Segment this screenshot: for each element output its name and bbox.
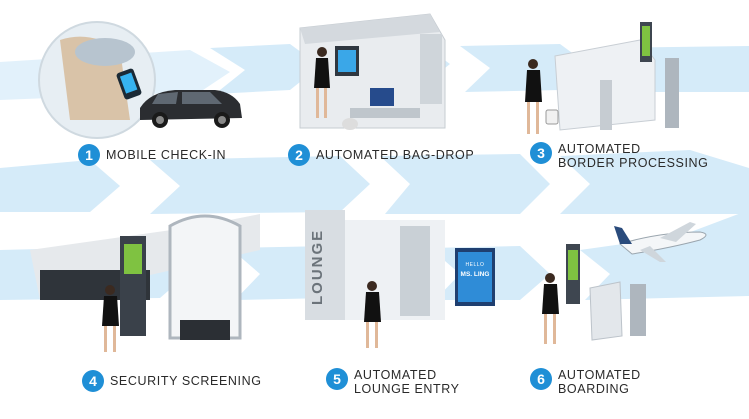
lounge-door-icon xyxy=(305,210,495,348)
traveler-figure xyxy=(364,281,381,348)
step-5: 5 AUTOMATED LOUNGE ENTRY xyxy=(326,368,460,396)
security-scanner-icon xyxy=(30,214,260,352)
step-label: AUTOMATED BAG-DROP xyxy=(316,148,475,162)
traveler-figure xyxy=(102,285,119,352)
smartphone-icon xyxy=(116,68,142,100)
step-number-badge: 5 xyxy=(326,368,348,390)
traveler-figure xyxy=(314,47,358,130)
bag-drop-kiosk-icon xyxy=(299,13,446,130)
boarding-gate-icon xyxy=(542,244,646,344)
step-4: 4 SECURITY SCREENING xyxy=(82,370,262,392)
step-6: 6 AUTOMATED BOARDING xyxy=(530,368,641,396)
traveler-figure xyxy=(542,273,559,344)
step-number-badge: 3 xyxy=(530,142,552,164)
step-2: 2 AUTOMATED BAG-DROP xyxy=(288,144,474,166)
step-label: AUTOMATED LOUNGE ENTRY xyxy=(354,368,460,396)
lounge-wall-sign: LOUNGE xyxy=(309,228,326,306)
border-gate-icon xyxy=(525,22,679,134)
step-label: AUTOMATED BOARDING xyxy=(558,368,641,396)
lounge-screen-name: MS. LING xyxy=(460,271,490,278)
lounge-screen: HELLO MS. LING xyxy=(458,262,492,278)
step-number-badge: 2 xyxy=(288,144,310,166)
step-number-badge: 4 xyxy=(82,370,104,392)
step-number-badge: 6 xyxy=(530,368,552,390)
car-icon xyxy=(140,90,242,128)
traveler-figure xyxy=(525,59,559,134)
mobile-check-in-scene xyxy=(38,21,242,139)
flow-band-middle xyxy=(0,150,749,214)
step-number-badge: 1 xyxy=(78,144,100,166)
airplane-icon xyxy=(614,222,707,262)
step-label: MOBILE CHECK-IN xyxy=(106,148,227,162)
step-label: AUTOMATED BORDER PROCESSING xyxy=(558,142,709,170)
step-3: 3 AUTOMATED BORDER PROCESSING xyxy=(530,142,709,170)
lounge-screen-greeting: HELLO xyxy=(465,262,485,268)
step-label: SECURITY SCREENING xyxy=(110,374,262,388)
step-1: 1 MOBILE CHECK-IN xyxy=(78,144,226,166)
